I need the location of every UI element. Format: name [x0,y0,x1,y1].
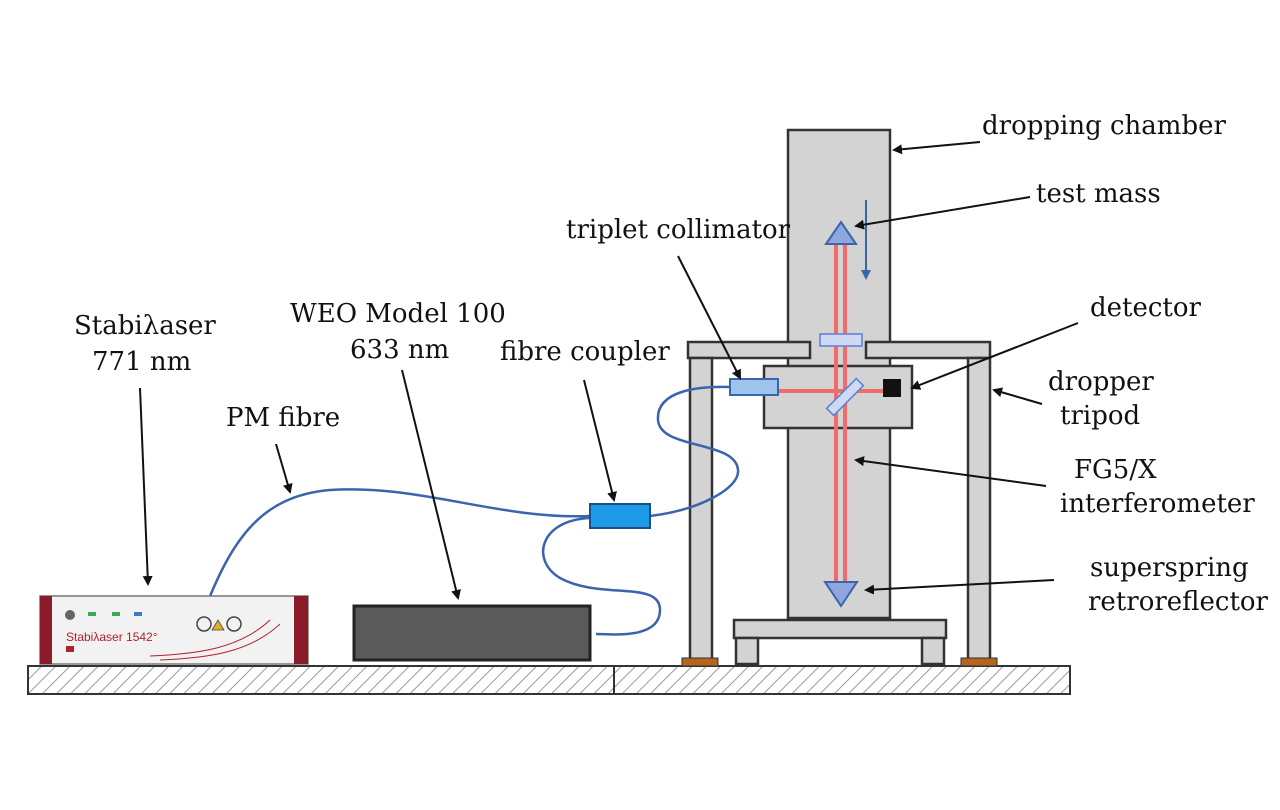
arrow-stabilaser [139,387,153,586]
fibre-coupler [589,503,651,529]
fibre-port-icon-2 [226,616,242,632]
beam-horizontal [776,389,888,393]
rack-ear-right [294,596,308,664]
tripod-foot-left [681,657,719,667]
arrow-fibre-coupler [583,379,617,502]
label-superspring: superspring [1090,553,1249,583]
detector-block [883,379,901,397]
label-weo-model-100: WEO Model 100 [290,299,506,329]
annotation-arrows [139,141,1079,600]
base-plate [732,618,948,640]
dropper-tripod [681,340,998,667]
arrow-fg5-interferometer [854,456,1047,487]
stabilaser-device: Stabiλaser 1542° [39,595,309,665]
fibre-port-icon [196,616,212,632]
status-led-icon-3 [134,612,142,616]
base-leg-right [920,636,946,666]
status-led-icon-2 [112,612,120,616]
decorative-swoosh-2 [159,623,281,661]
label-771nm: 771 nm [92,347,191,377]
label-fibre-coupler: fibre coupler [500,337,670,367]
arrow-dropper-tripod [992,387,1043,405]
label-test-mass: test mass [1036,179,1161,209]
fibre-to-collimator [649,385,740,518]
beam-splitter [825,377,865,417]
warning-triangle-icon [211,619,225,631]
label-pm-fibre: PM fibre [226,403,340,433]
fibres [198,385,740,636]
floor-left-slab [27,665,615,695]
fibre-to-weo [542,516,662,636]
tripod-foot-right [960,657,998,667]
floor [27,665,1071,695]
test-mass-icon [824,220,858,245]
power-knob-icon [65,610,75,620]
floor-right-slab [613,665,1071,695]
tripod-top-right [864,340,992,360]
label-dropper: dropper [1048,367,1154,397]
base-leg-left [734,636,760,666]
decorative-swoosh [149,619,271,657]
label-stabilaser: Stabiλaser [74,311,216,341]
label-fg5x: FG5/X [1074,455,1157,485]
status-led-icon [88,612,96,616]
arrow-superspring [864,579,1055,595]
rack-ear-left [40,596,52,664]
arrow-triplet-collimator [677,255,741,380]
label-detector: detector [1090,293,1202,323]
tripod-leg-right [966,356,992,664]
device-name-text: Stabiλaser 1542° [66,630,158,644]
brand-logo-icon [66,646,74,652]
window-optic [819,333,863,347]
label-interferometer: interferometer [1060,489,1255,519]
triplet-collimator [729,378,779,396]
label-retroreflector: retroreflector [1088,587,1269,617]
arrow-pm-fibre [275,443,293,494]
arrow-test-mass [854,196,1031,230]
label-dropping-chamber: dropping chamber [982,111,1226,141]
weo-model-100-box [352,604,592,662]
arrow-dropping-chamber [892,141,981,155]
beam-vertical-2 [843,236,847,592]
arrow-weo-model-100 [401,369,461,600]
label-triplet-collimator: triplet collimator [566,215,791,245]
superspring-retroreflector-icon [823,581,859,608]
label-633nm: 633 nm [350,335,449,365]
tripod-top-left [686,340,812,360]
pm-fibre [198,488,591,623]
label-tripod: tripod [1060,401,1140,431]
superspring-base [732,618,948,666]
arrow-detector [910,322,1079,390]
tripod-leg-left [688,356,714,664]
